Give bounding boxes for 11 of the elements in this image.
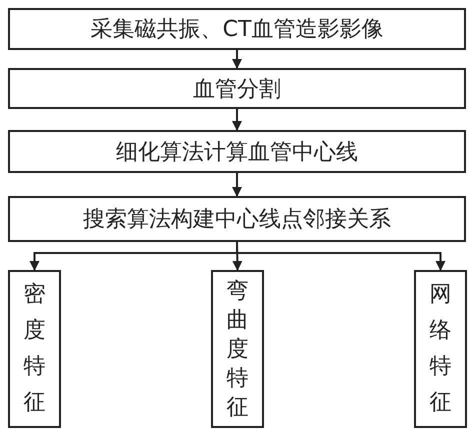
arrow	[232, 173, 242, 197]
process-box: 网络特征	[414, 270, 467, 428]
process-box: 搜索算法构建中心线点邻接关系	[8, 196, 466, 242]
process-box: 血管分割	[8, 68, 466, 109]
process-box: 细化算法计算血管中心线	[8, 130, 466, 173]
process-box: 采集磁共振、CT血管造影影像	[8, 8, 466, 50]
arrow	[236, 242, 446, 271]
process-box: 弯曲度特征	[211, 270, 264, 428]
arrow	[232, 109, 242, 131]
process-box: 密度特征	[8, 270, 61, 428]
arrow	[232, 50, 242, 69]
